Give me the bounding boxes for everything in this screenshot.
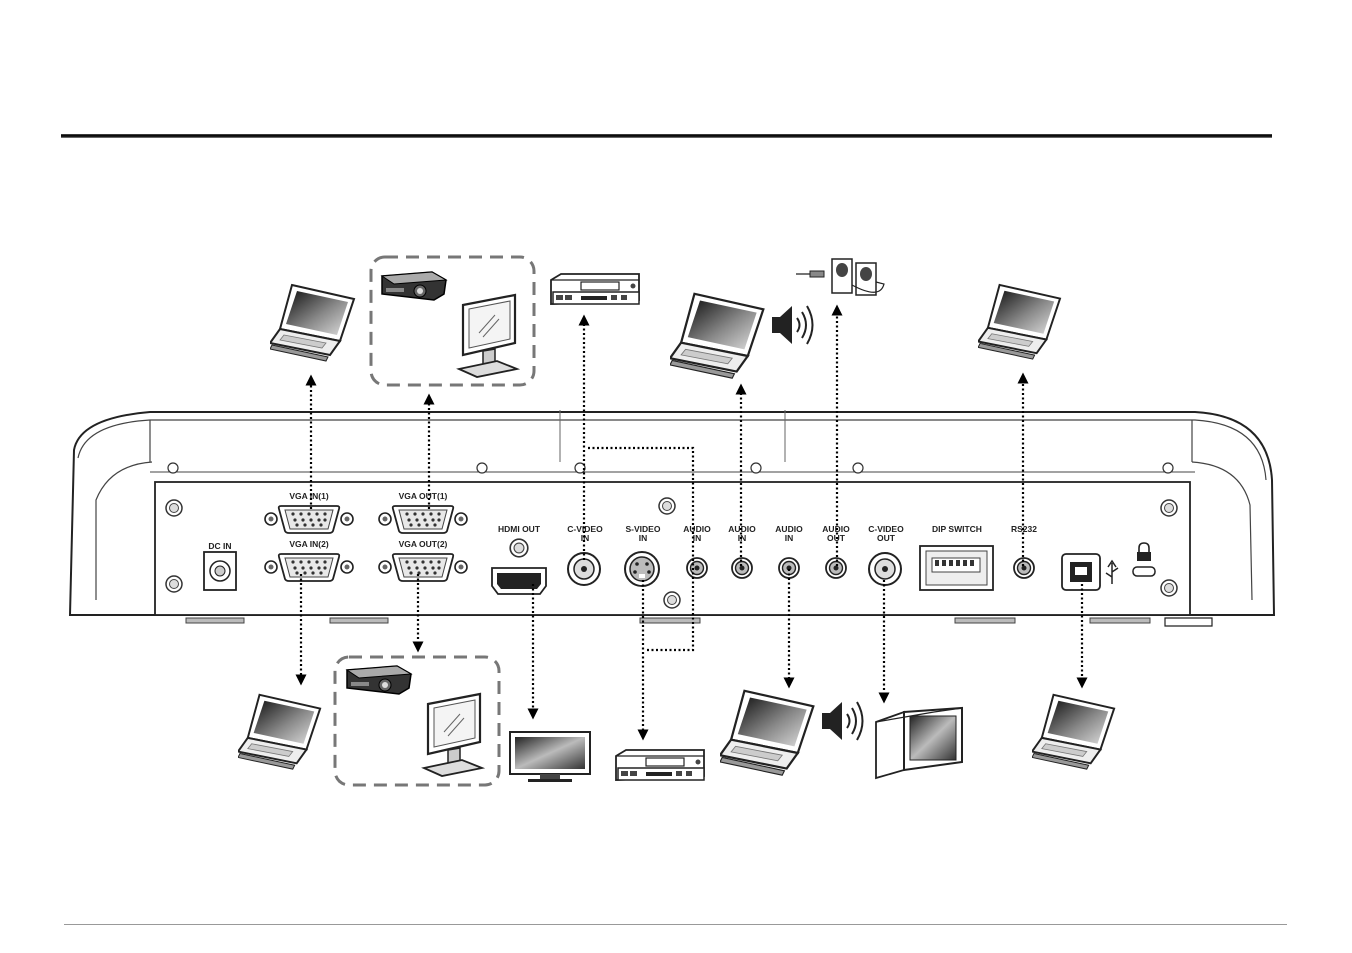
port-c-video-in xyxy=(568,553,600,585)
vcr-icon xyxy=(616,750,704,780)
projector-icon xyxy=(382,272,446,300)
label-vga-out-1: VGA OUT(1) xyxy=(399,491,448,501)
lcd-tv-icon xyxy=(510,732,590,782)
speaker-icon xyxy=(772,306,813,344)
crt-tv-icon xyxy=(876,708,962,778)
port-hdmi-out xyxy=(492,568,546,594)
laptop-icon xyxy=(238,695,320,769)
dip-switch xyxy=(920,546,993,590)
laptop-icon xyxy=(670,294,763,378)
label-vga-out-2: VGA OUT(2) xyxy=(399,539,448,549)
label-audio-in-c-2: IN xyxy=(785,533,794,543)
label-c-video-out-2: OUT xyxy=(877,533,896,543)
speakers-icon xyxy=(796,259,884,295)
label-hdmi-out: HDMI OUT xyxy=(498,524,541,534)
label-rs232: RS232 xyxy=(1011,524,1037,534)
port-audio-in-1 xyxy=(687,558,707,578)
speaker-icon xyxy=(822,702,863,740)
laptop-icon xyxy=(270,285,354,361)
monitor-icon xyxy=(459,295,517,377)
label-dip-switch: DIP SWITCH xyxy=(932,524,982,534)
monitor-icon xyxy=(424,694,482,776)
label-dc-in: DC IN xyxy=(208,541,231,551)
vcr-icon xyxy=(551,274,639,304)
laptop-icon xyxy=(720,691,813,775)
laptop-icon xyxy=(978,285,1060,359)
device-chassis xyxy=(70,410,1274,626)
port-dc-in xyxy=(204,552,236,590)
projector-icon xyxy=(347,666,411,694)
label-vga-in-1: VGA IN(1) xyxy=(289,491,329,501)
laptop-icon xyxy=(1032,695,1114,769)
label-s-video-in-2: IN xyxy=(639,533,648,543)
label-vga-in-2: VGA IN(2) xyxy=(289,539,329,549)
